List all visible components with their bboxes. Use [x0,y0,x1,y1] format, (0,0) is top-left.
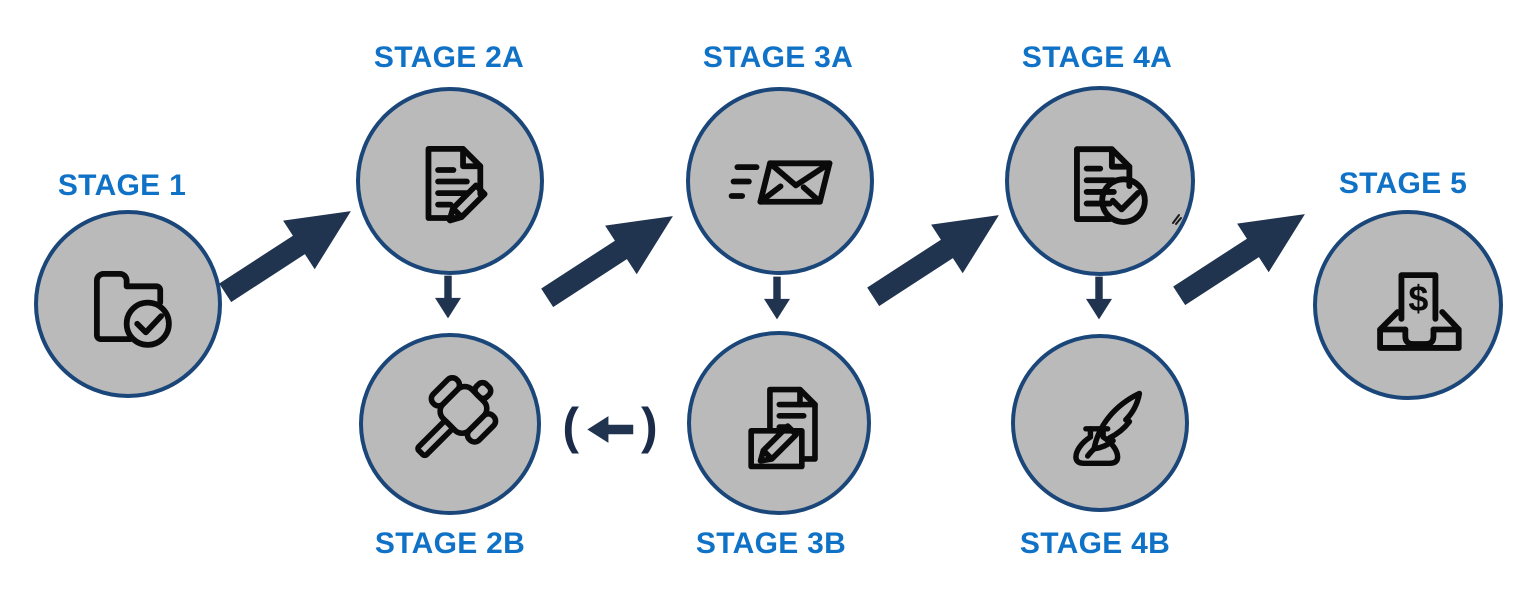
loop-connector: ( ) [562,398,658,454]
document-check-icon [1073,146,1148,225]
stage-4b-label: STAGE 4B [1019,527,1171,560]
arrow-stage3a-to-4a-icon [857,191,1014,321]
stage-1-label: STAGE 1 [57,169,187,202]
stage-5-circle: $ [1313,210,1503,400]
stage-4b-circle [1011,334,1189,512]
payment-inbox-icon: $ [1376,272,1462,351]
stage-3b-label: STAGE 3B [695,527,847,560]
arrow-stage2a-to-2b-icon [435,275,461,324]
arrow-stage1-to-2a-icon [209,187,366,317]
arrow-stage4a-to-5-icon [1163,190,1320,320]
document-edit-icon [426,146,488,224]
arrow-stage3a-to-3b-icon [764,276,790,325]
stage-3b-circle [687,331,871,515]
open-paren: ( [562,398,579,454]
stage-2b-label: STAGE 2B [374,527,526,560]
arrow-stage4a-to-4b-icon [1086,276,1112,325]
folder-check-icon [94,271,173,349]
stage-5-label: STAGE 5 [1338,167,1468,200]
stage-3a-label: STAGE 3A [702,41,854,74]
stray-tick-mark [1171,212,1183,231]
mail-send-icon [729,160,833,205]
quill-ink-icon [1072,390,1142,466]
arrow-stage3b-to-2b-icon [587,415,633,443]
gavel-icon [415,375,499,459]
stage-1-circle [34,210,222,398]
arrow-stage2a-to-3a-icon [531,192,688,322]
close-paren: ) [641,398,658,454]
stage-4a-circle [1005,86,1195,276]
stage-3a-circle [686,87,874,275]
documents-edit-icon [748,386,818,469]
stage-4a-label: STAGE 4A [1021,41,1173,74]
stage-2a-circle [356,87,544,275]
stage-2b-circle [359,333,541,515]
stage-2a-label: STAGE 2A [373,41,525,74]
dollar-glyph: $ [1408,278,1428,319]
